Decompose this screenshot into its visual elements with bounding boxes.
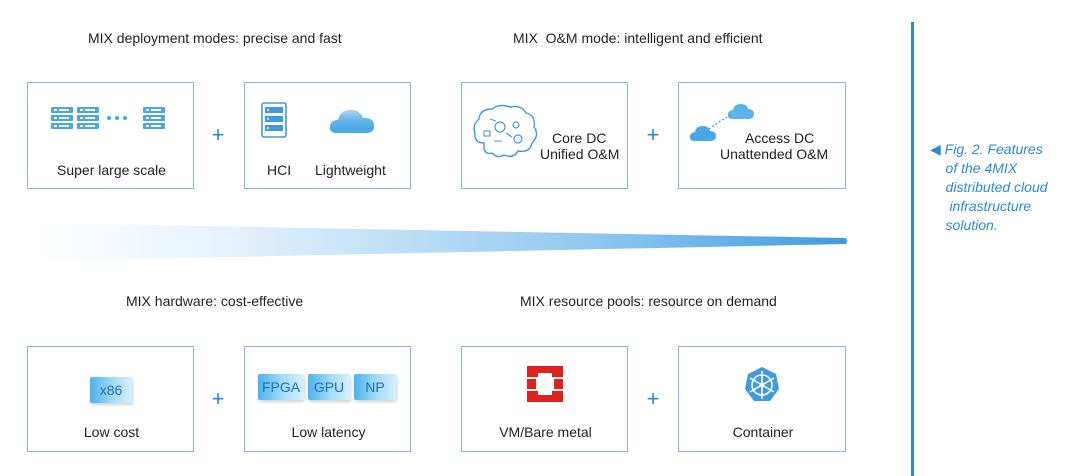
np-chip: NP	[354, 374, 396, 400]
plus-sign-2: +	[646, 122, 660, 147]
unified-om-label: Unified O&M	[540, 146, 620, 162]
cloud-pair-icon	[689, 104, 754, 141]
cloud-icon	[329, 110, 375, 133]
caption-line-3: distributed cloud	[930, 179, 1048, 195]
low-latency-label: Low latency	[291, 424, 366, 440]
caption-line-4: infrastructure	[930, 198, 1032, 214]
resource-pools-title: MIX resource pools: resource on demand	[520, 293, 777, 309]
figure-caption: ◀ Fig. 2. Features of the 4MIX distribut…	[930, 140, 1080, 235]
gpu-chip: GPU	[308, 374, 350, 400]
plus-sign-4: +	[646, 386, 660, 411]
server-cluster-icon	[51, 107, 165, 129]
lightweight-label: Lightweight	[315, 162, 386, 178]
hardware-title: MIX hardware: cost-effective	[126, 293, 304, 309]
progress-gradient-wedge	[40, 223, 847, 261]
plus-sign-1: +	[211, 122, 225, 147]
container-label: Container	[732, 424, 794, 440]
kubernetes-icon	[745, 367, 779, 401]
unattended-om-label: Unattended O&M	[720, 146, 829, 162]
openstack-icon	[527, 366, 563, 402]
brain-icon	[473, 104, 538, 158]
hci-label: HCI	[267, 162, 292, 178]
x86-chip: x86	[90, 377, 132, 403]
low-cost-card: x86 Low cost	[27, 346, 194, 452]
fpga-chip: FPGA	[258, 374, 304, 400]
core-dc-label: Core DC	[552, 130, 607, 146]
low-cost-label: Low cost	[83, 424, 140, 440]
super-large-scale-card: Super large scale	[27, 82, 194, 189]
access-dc-card: Access DC Unattended O&M	[678, 82, 846, 189]
low-latency-card: FPGA GPU NP Low latency	[244, 346, 411, 452]
access-dc-label: Access DC	[745, 130, 815, 146]
core-dc-card: Core DC Unified O&M	[461, 82, 628, 189]
vm-bare-metal-label: VM/Bare metal	[499, 424, 592, 440]
vm-bare-metal-card: VM/Bare metal	[461, 346, 628, 452]
hci-lightweight-card: HCI Lightweight	[244, 82, 411, 189]
caption-line-5: solution.	[930, 217, 998, 233]
caption-line-2: of the 4MIX	[930, 160, 1018, 176]
deployment-modes-title: MIX deployment modes: precise and fast	[88, 30, 342, 46]
plus-sign-3: +	[211, 386, 225, 411]
server-stack-icon	[261, 102, 287, 138]
om-mode-title: MIX O&M mode: intelligent and efficient	[513, 30, 763, 46]
super-large-scale-label: Super large scale	[57, 162, 166, 178]
divider-line	[911, 22, 914, 476]
caption-line-1: ◀ Fig. 2. Features	[930, 141, 1043, 157]
container-card: Container	[678, 346, 846, 452]
